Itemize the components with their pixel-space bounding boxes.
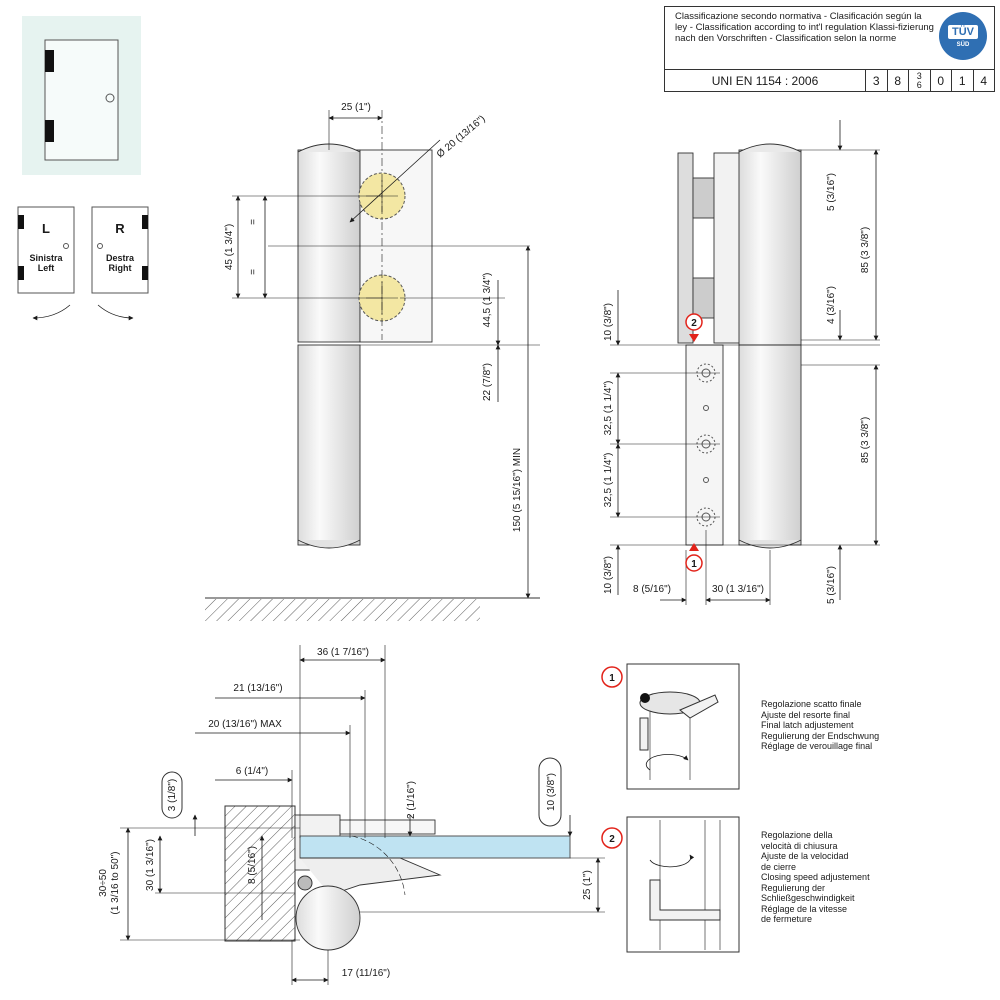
- dim-side-top-85: 85 (3 3/8"): [860, 227, 871, 273]
- marker-1-icon: [685, 554, 703, 572]
- adjust-2-line: Regulierung der: [761, 882, 826, 893]
- right-door-label: Right: [109, 263, 132, 273]
- dim-min-height: 150 (5 15/16") MIN: [512, 448, 523, 532]
- dim-plan-20max: 20 (13/16") MAX: [208, 719, 282, 730]
- adjust-1-line: Réglage de verouillage final: [761, 741, 873, 751]
- adjust-2-line: de cierre: [761, 861, 797, 872]
- dim-plan-25: 25 (1"): [582, 870, 593, 900]
- dim-plan-30-50-inch: (1 3/16 to 50"): [110, 851, 121, 914]
- dim-plan-30: 30 (1 3/16"): [145, 839, 156, 891]
- rotate-arrow-icon: [649, 854, 695, 868]
- class-digit: 4: [972, 70, 995, 92]
- dim-side-32a: 32,5 (1 1/4"): [603, 381, 614, 436]
- dim-plan-10: 10 (3/8"): [546, 773, 557, 811]
- dim-side-bottom-5: 5 (3/16"): [826, 566, 837, 604]
- dim-plan-21: 21 (13/16"): [233, 683, 282, 694]
- adjust-1-line: Regulierung der Endschwung: [761, 730, 880, 741]
- left-door-label: Left: [38, 263, 55, 273]
- front-view: 25 (1") Ø 20 (13/16") 45 (1 3/4") = = 44…: [205, 102, 540, 621]
- classification-text: Classificazione secondo normativa - Clas…: [675, 11, 934, 44]
- adjust-2-description: Regolazione della velocità di chiusura A…: [761, 830, 870, 925]
- dim-side-30: 30 (1 3/16"): [712, 584, 764, 595]
- dim-side-bottom-85: 85 (3 3/8"): [860, 417, 871, 463]
- tuv-badge-text: TÜV: [948, 25, 978, 39]
- dim-side-10-top: 10 (3/8"): [603, 303, 614, 341]
- right-rotation-arrow-icon: [97, 304, 134, 321]
- dim-plan-6: 6 (1/4"): [236, 766, 268, 777]
- class-digit: 0: [929, 70, 952, 92]
- marker-2-label: 2: [691, 318, 697, 329]
- dim-offset: 44,5 (1 3/4"): [482, 273, 493, 328]
- side-view: 5 (3/16") 85 (3 3/8") 4 (3/16") 85 (3 3/…: [603, 120, 880, 605]
- dim-equal: =: [248, 269, 259, 275]
- classification-box: Classificazione secondo normativa - Clas…: [664, 6, 995, 92]
- adjust-2-badge-icon: [601, 827, 623, 849]
- adjust-2-line: velocità di chiusura: [761, 840, 838, 851]
- left-door-letter: L: [42, 221, 50, 236]
- dim-side-4: 4 (3/16"): [826, 286, 837, 324]
- right-door-icon: R Destra Right: [91, 206, 149, 321]
- dim-equal: =: [248, 219, 259, 225]
- dim-side-8: 8 (5/16"): [633, 584, 671, 595]
- dim-side-10-bottom: 10 (3/8"): [603, 556, 614, 594]
- adjust-1-description: Regolazione scatto finale Ajuste del res…: [761, 699, 879, 752]
- classification-standard: UNI EN 1154 : 2006: [711, 74, 819, 88]
- adjust-1-number: 1: [609, 673, 615, 684]
- dim-side-top-5: 5 (3/16"): [826, 173, 837, 211]
- dim-top-width: 25 (1"): [341, 102, 371, 113]
- dim-plan-2: 2 (1/16"): [406, 781, 417, 819]
- dim-plan-30-50: 30÷50: [98, 869, 109, 897]
- dim-side-32b: 32,5 (1 1/4"): [603, 453, 614, 508]
- adjustment-2: 2: [601, 816, 740, 953]
- left-door-icon: L Sinistra Left: [17, 206, 75, 321]
- adjust-1-badge-icon: [601, 666, 623, 688]
- dim-diameter: Ø 20 (13/16"): [435, 113, 488, 160]
- adjust-1-line: Final latch adjustement: [761, 720, 854, 730]
- dim-plan-36: 36 (1 7/16"): [317, 647, 369, 658]
- class-digit: 8: [886, 70, 909, 92]
- adjust-2-line: de fermeture: [761, 914, 813, 924]
- rotate-arrow-icon: [645, 754, 689, 771]
- marker-1-label: 1: [691, 559, 697, 570]
- dim-spacing: 45 (1 3/4"): [224, 224, 235, 270]
- dim-gap: 22 (7/8"): [482, 363, 493, 401]
- left-door-label: Sinistra: [29, 253, 63, 263]
- adjust-1-line: Ajuste del resorte final: [761, 709, 851, 720]
- adjustment-1: 1: [601, 663, 740, 790]
- adjust-2-number: 2: [609, 834, 615, 845]
- right-door-label: Destra: [106, 253, 135, 263]
- adjust-2-line: Closing speed adjustement: [761, 872, 870, 882]
- tuv-badge-icon: TÜV SÜD: [939, 12, 987, 60]
- right-door-letter: R: [115, 221, 125, 236]
- dim-plan-17: 17 (11/16"): [342, 968, 390, 979]
- class-digit: 3: [865, 70, 887, 92]
- marker-1-arrow-icon: [689, 543, 699, 551]
- adjust-2-line: Ajuste de la velocidad: [761, 851, 849, 861]
- marker-2-arrow-icon: [689, 334, 699, 342]
- marker-2-icon: [685, 313, 703, 331]
- adjust-2-line: Schließgeschwindigkeit: [761, 893, 855, 903]
- left-rotation-arrow-icon: [32, 304, 71, 321]
- door-icon-panel: [22, 16, 141, 175]
- adjust-2-line: Réglage de la vitesse: [761, 903, 848, 914]
- dim-plan-3: 3 (1/8"): [167, 779, 178, 811]
- class-digit: 1: [951, 70, 973, 92]
- adjust-2-line: Regolazione della: [761, 830, 833, 840]
- tuv-badge-sub: SÜD: [956, 42, 970, 48]
- adjust-1-line: Regolazione scatto finale: [761, 699, 862, 709]
- plan-view: 36 (1 7/16") 21 (13/16") 20 (13/16") MAX…: [98, 645, 605, 985]
- dim-plan-8: 8 (5/16"): [247, 846, 258, 884]
